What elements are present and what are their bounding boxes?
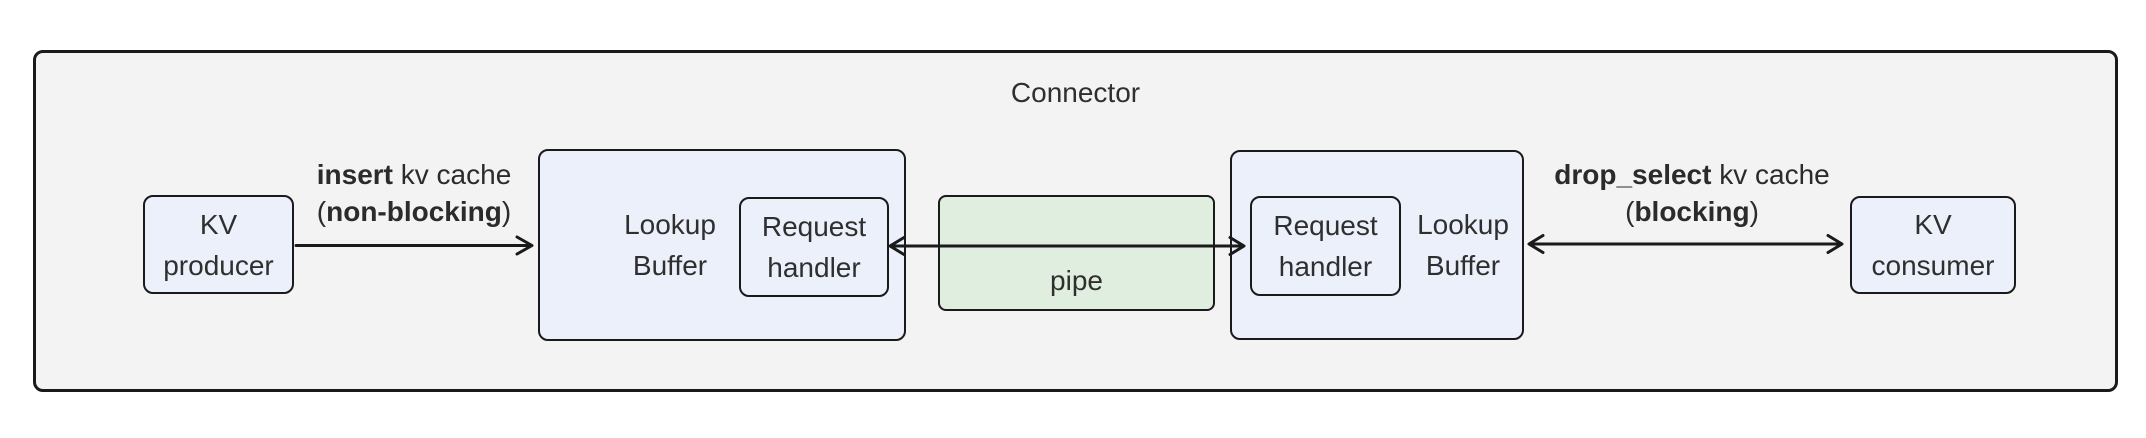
kv-producer-label: KV producer: [163, 208, 274, 281]
drop-select-edge-label: drop_select kv cache (blocking): [1554, 159, 1830, 227]
lookup-buffer-left-label: Lookup Buffer: [624, 209, 716, 281]
kv-consumer-label: KV consumer: [1871, 209, 1995, 281]
request-handler-right-label: Request handler: [1273, 210, 1378, 282]
pipe-node: pipe: [938, 195, 1215, 311]
lookup-buffer-right-node: Request handler Lookup Buffer: [1230, 150, 1524, 340]
lookup-buffer-left-node: Lookup Buffer Request handler: [538, 149, 906, 341]
insert-edge-label: insert kv cache (non-blocking): [316, 159, 512, 227]
request-handler-left-label: Request handler: [761, 211, 867, 283]
kv-consumer-node: KV consumer: [1850, 196, 2016, 294]
request-handler-left-node: Request handler: [739, 197, 889, 297]
connector-title: Connector: [1010, 77, 1141, 108]
lookup-buffer-right-label: Lookup Buffer: [1417, 209, 1509, 281]
request-handler-right-node: Request handler: [1250, 196, 1401, 296]
pipe-label: pipe: [1050, 265, 1103, 296]
kv-producer-node: KV producer: [143, 195, 294, 294]
